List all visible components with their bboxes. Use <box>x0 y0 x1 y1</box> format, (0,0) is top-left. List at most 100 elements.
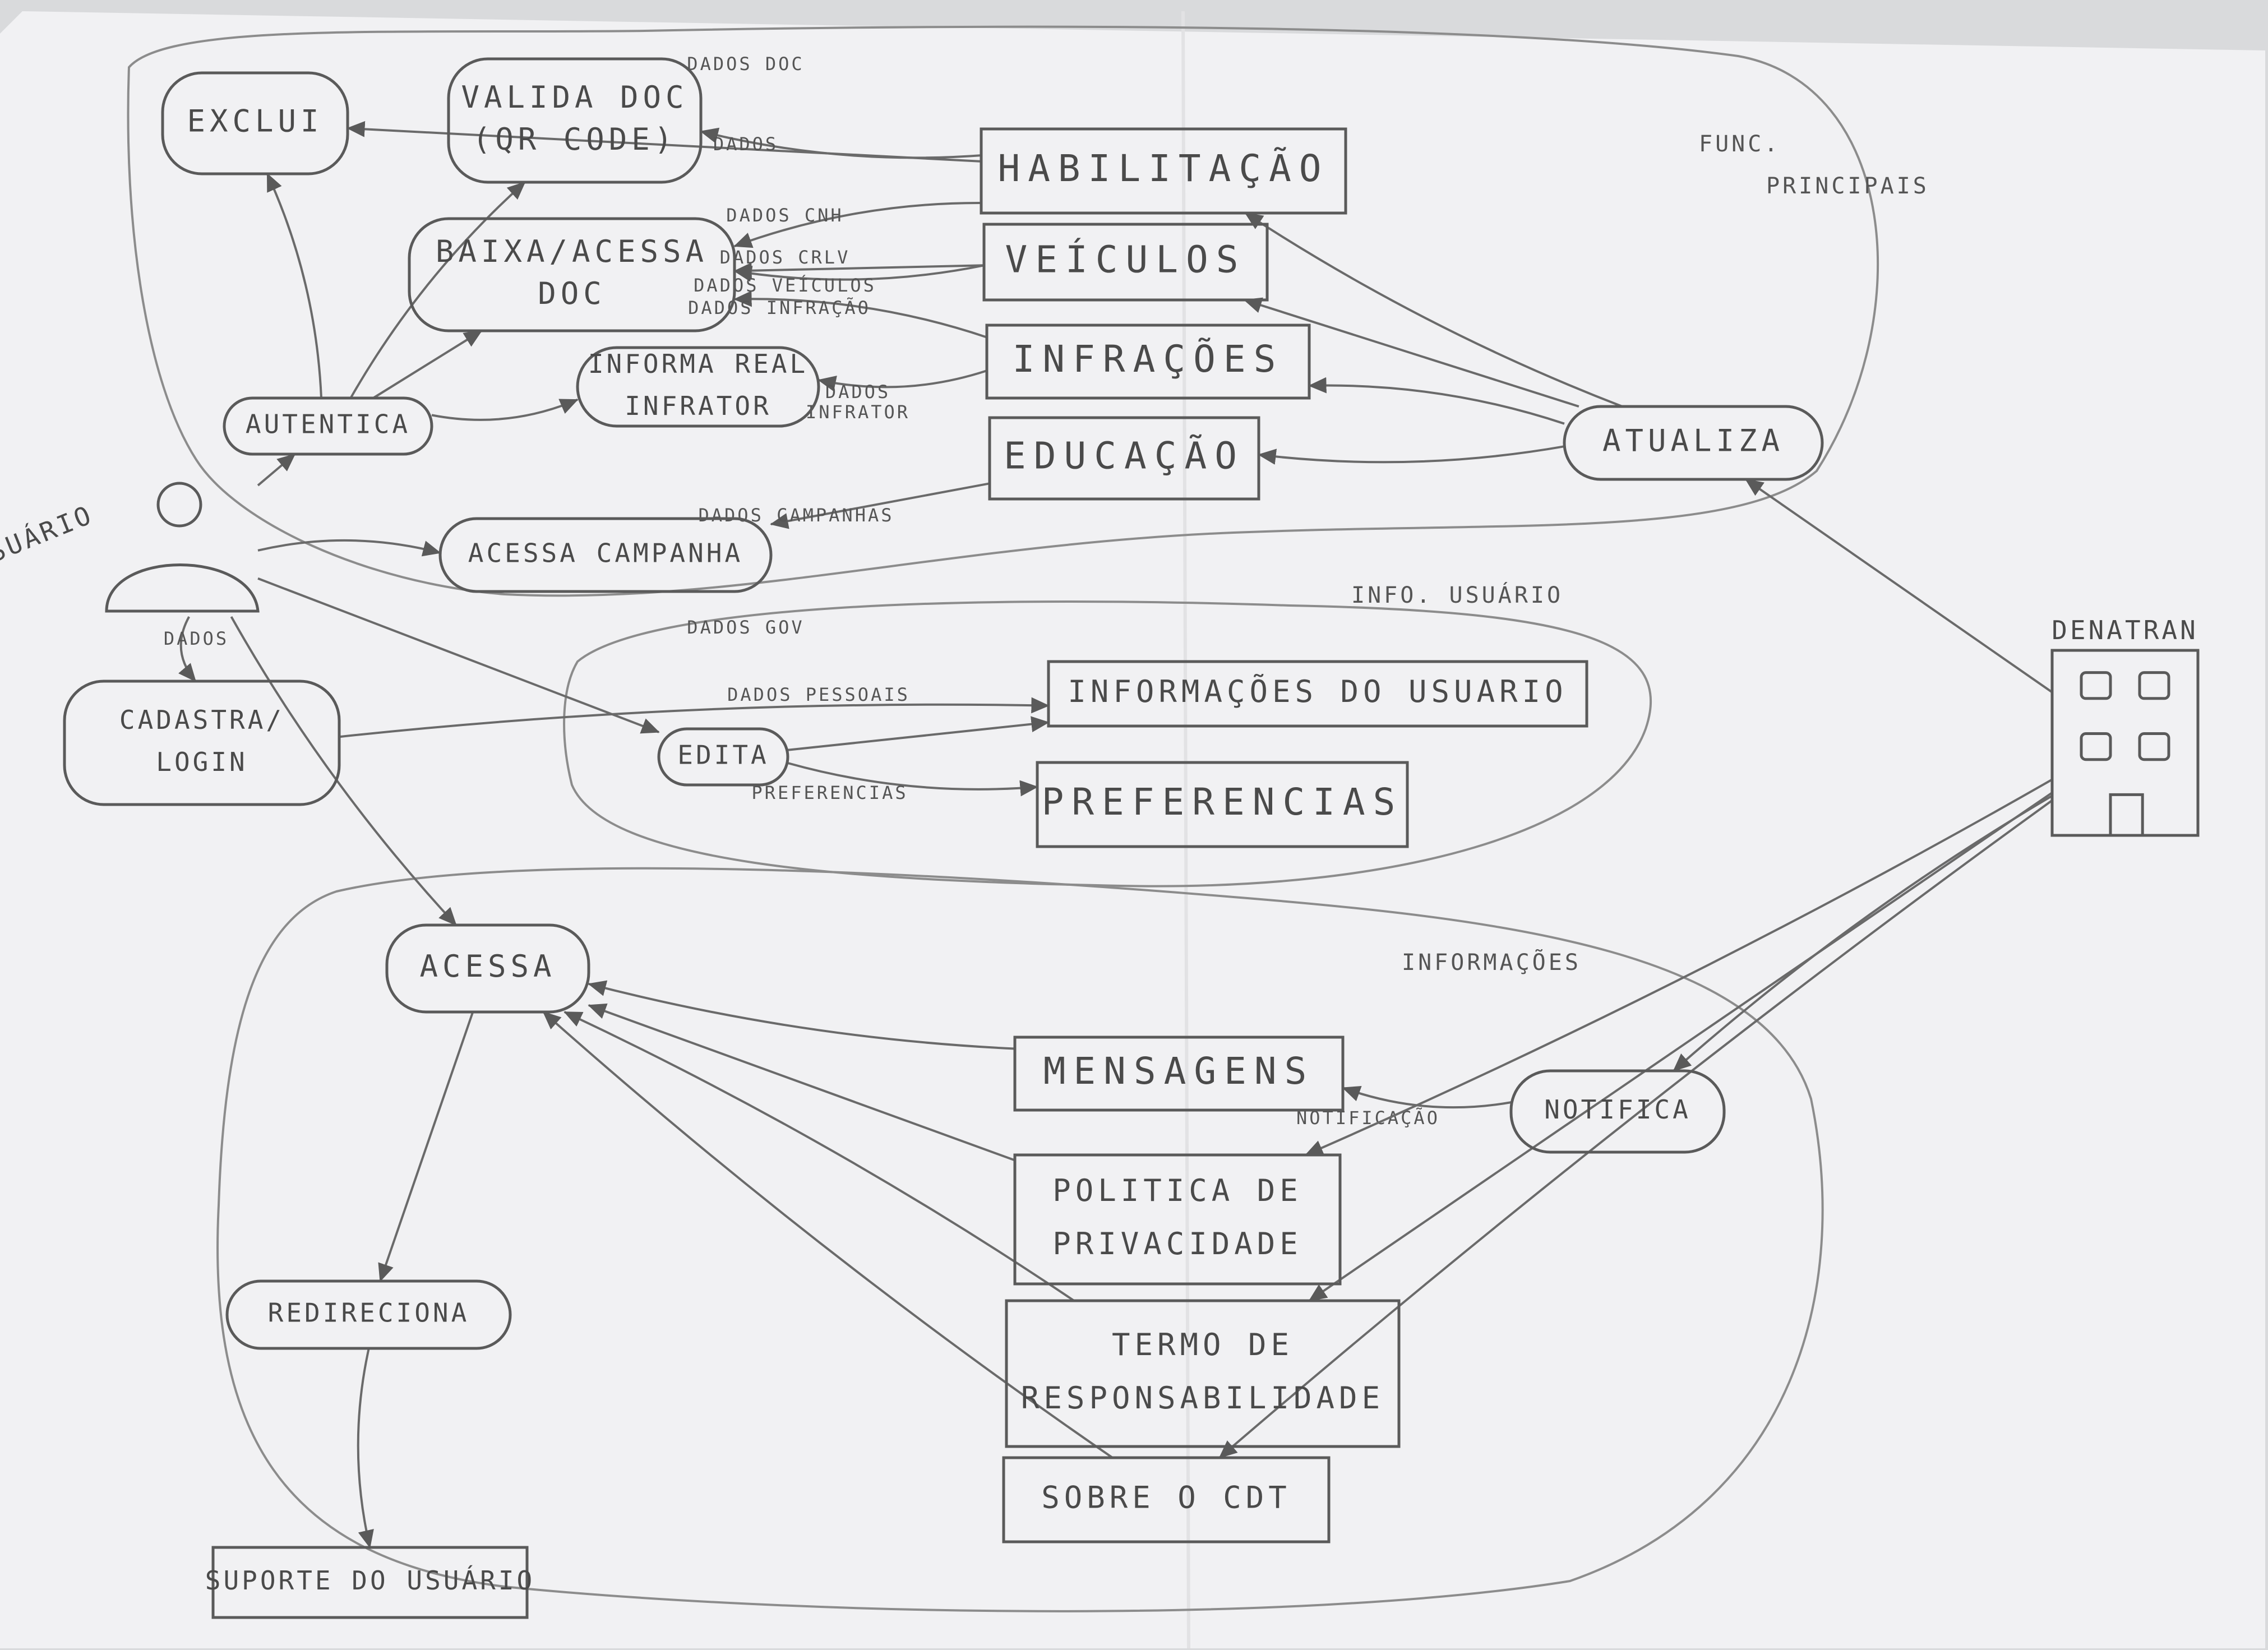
node-label-redireciona: REDIRECIONA <box>268 1298 470 1328</box>
node-atualiza: ATUALIZA <box>1563 405 1824 481</box>
node-label-informa: INFORMA REAL <box>588 349 808 379</box>
edge-atualiza-to-infracoes <box>1308 377 1565 425</box>
node-label-politica: PRIVACIDADE <box>1052 1226 1302 1261</box>
edge-usuario-to-autentica <box>257 453 296 487</box>
node-shape-informa <box>576 346 820 428</box>
node-shape-acessa <box>385 923 590 1014</box>
node-shape-edita <box>657 727 789 787</box>
node-shape-termo <box>1005 1299 1401 1448</box>
edge-politica-to-acessa <box>588 1003 1015 1162</box>
node-preferencias: PREFERENCIAS <box>1036 761 1409 848</box>
edge-infracoes-to-baixa <box>733 290 987 339</box>
node-label-notifica: NOTIFICA <box>1544 1094 1691 1125</box>
node-label-edita: EDITA <box>677 740 769 770</box>
edge-autentica-to-informa <box>431 398 579 421</box>
edge-usuario-to-cadastra <box>178 616 197 682</box>
node-shape-info_usuario <box>1047 660 1588 728</box>
node-label-autentica: AUTENTICA <box>246 409 410 440</box>
edge-label-e10: DADOS GOV <box>687 617 804 638</box>
node-label-info_usuario: INFORMAÇÕES DO USUARIO <box>1068 674 1567 709</box>
edge-notifica-to-mensagens <box>1342 1086 1512 1109</box>
edge-label-e7: INFRATOR <box>806 401 910 423</box>
node-redireciona: REDIRECIONA <box>225 1279 512 1350</box>
node-shape-infracoes <box>985 323 1311 400</box>
node-label-politica: POLITICA DE <box>1052 1173 1302 1208</box>
building-window-icon <box>2138 732 2170 761</box>
region-info <box>563 600 1652 888</box>
edge-label-e3: DADOS CNH <box>726 205 843 226</box>
node-label-baixa: BAIXA/ACESSA <box>436 234 708 269</box>
edge-label-e9: DADOS <box>164 628 229 649</box>
node-informa: INFORMA REAL INFRATOR <box>576 346 820 428</box>
node-cadastra: CADASTRA/LOGIN <box>63 680 341 806</box>
node-label-termo: TERMO DE <box>1112 1327 1294 1362</box>
paper-sheet <box>0 11 2265 1648</box>
node-politica: POLITICA DE PRIVACIDADE <box>1013 1153 1342 1286</box>
edge-veiculos-to-baixa <box>733 262 985 279</box>
node-label-exclui: EXCLUI <box>187 104 323 139</box>
node-shape-suporte <box>211 1546 529 1619</box>
edge-termo-to-acessa <box>563 1011 1075 1302</box>
edge-edita-to-preferencias <box>787 762 1038 797</box>
node-shape-atualiza <box>1563 405 1824 481</box>
edge-denatran-to-politica <box>1304 778 2053 1156</box>
region-acesso <box>216 867 1824 1612</box>
node-label-termo: RESPONSABILIDADE <box>1021 1380 1384 1416</box>
edge-usuario-to-edita <box>257 577 660 734</box>
edge-redireciona-to-suporte <box>357 1348 374 1549</box>
node-exclui: EXCLUI <box>161 71 349 175</box>
edge-label-e6: DADOS INFRAÇÃO <box>688 297 871 318</box>
node-shape-sobre <box>1002 1456 1331 1543</box>
region-label-info: INFO. USUÁRIO <box>1351 581 1563 608</box>
edge-educacao-to-acessa_campanha <box>770 482 990 529</box>
node-shape-cadastra <box>63 680 341 806</box>
edge-label-e5: DADOS VEÍCULOS <box>694 275 876 296</box>
actor-head-icon <box>156 482 202 528</box>
node-notifica: NOTIFICA <box>1509 1069 1726 1154</box>
node-mensagens: MENSAGENS <box>1013 1036 1345 1112</box>
paper-fold <box>1181 11 1190 1649</box>
node-label-sobre: SOBRE O CDT <box>1041 1480 1291 1515</box>
node-label-denatran: DENATRAN <box>2052 615 2198 645</box>
node-shape-politica <box>1013 1153 1342 1286</box>
edge-infracoes-to-informa <box>817 369 987 392</box>
node-shape-habilitacao <box>980 127 1347 215</box>
node-shape-preferencias <box>1036 761 1409 848</box>
node-acessa-campanha: ACESSA CAMPANHA <box>438 517 773 593</box>
node-valida: VALIDA DOC(QR CODE) <box>447 57 703 184</box>
node-shape-autentica <box>223 396 433 456</box>
node-label-informa: INFRATOR <box>625 391 772 421</box>
node-shape-acessa_campanha <box>438 517 773 593</box>
edge-atualiza-to-veiculos <box>1243 297 1579 408</box>
node-shape-valida <box>447 57 703 184</box>
node-label-cadastra: LOGIN <box>156 747 247 777</box>
edge-edita-to-info_usuario <box>787 716 1050 751</box>
edge-denatran-to-atualiza <box>1745 478 2053 694</box>
node-termo: TERMO DE RESPONSABILIDADE <box>1005 1299 1401 1448</box>
node-suporte: SUPORTE DO USUÁRIO <box>205 1546 532 1619</box>
edge-veiculos-to-baixa <box>733 264 985 282</box>
node-label-habilitacao: HABILITAÇÃO <box>997 147 1329 190</box>
node-acessa: ACESSA <box>385 923 590 1014</box>
node-denatran: DENATRAN <box>2050 615 2200 837</box>
building-door-icon <box>2109 793 2144 837</box>
edge-label-e12: PREFERENCIAS <box>751 782 908 803</box>
node-educacao: EDUCAÇÃO <box>988 416 1260 501</box>
node-baixa: BAIXA/ACESSA DOC <box>408 217 736 332</box>
edge-habilitacao-to-baixa <box>733 201 982 248</box>
node-edita: EDITA <box>657 727 789 787</box>
node-shape-exclui <box>161 71 349 175</box>
node-label-baixa: DOC <box>538 276 606 311</box>
node-label-preferencias: PREFERENCIAS <box>1042 780 1403 824</box>
edge-mensagens-to-acessa <box>588 980 1015 1050</box>
node-label-acessa_campanha: ACESSA CAMPANHA <box>468 538 743 569</box>
node-autentica: AUTENTICA <box>223 396 433 456</box>
node-veiculos: VEÍCULOS <box>982 223 1269 302</box>
node-label-cadastra: CADASTRA/ <box>119 705 284 735</box>
node-label-valida: VALIDA DOC <box>461 80 688 115</box>
region-func <box>127 25 1879 597</box>
region-label-func: PRINCIPAIS <box>1766 173 1929 199</box>
region-label-acesso: INFORMAÇÕES <box>1402 949 1581 976</box>
edge-sobre-to-acessa <box>542 1011 1114 1459</box>
